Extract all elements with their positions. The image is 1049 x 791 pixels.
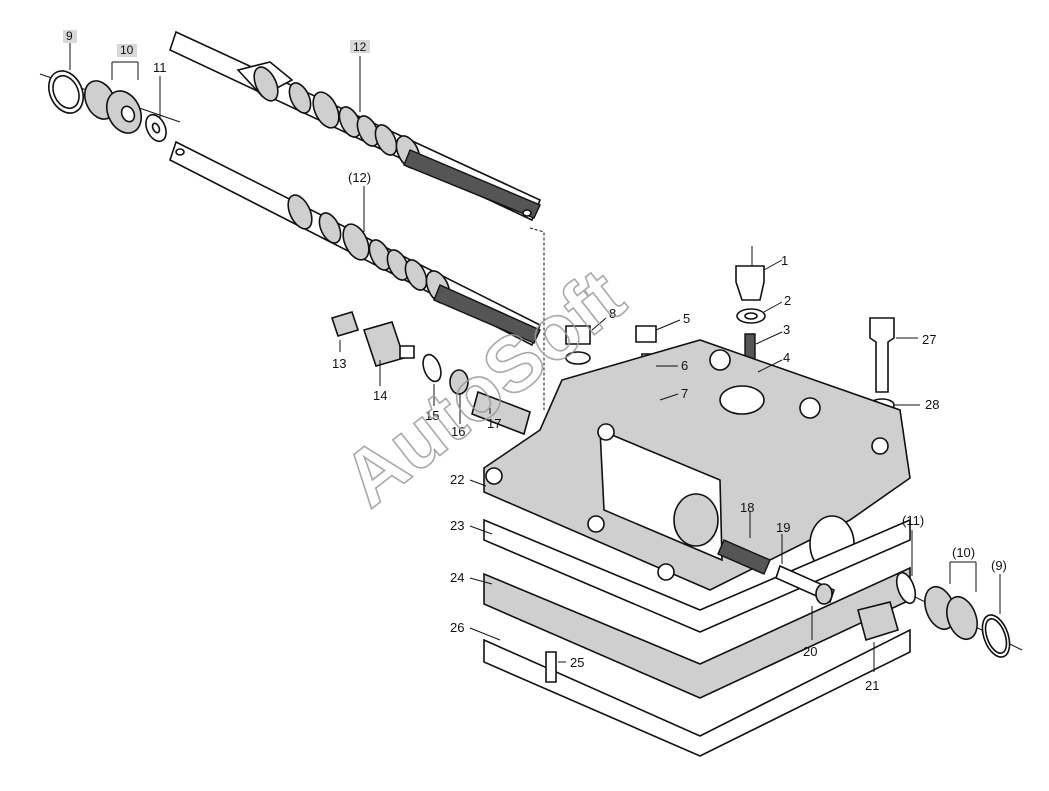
washer-2[interactable] <box>736 308 766 324</box>
washer-11-right[interactable] <box>893 570 919 606</box>
label-27: 27 <box>922 332 936 347</box>
fitting-14[interactable] <box>362 321 415 367</box>
label-6: 6 <box>681 358 688 373</box>
plug-8[interactable] <box>565 325 591 365</box>
valve-17[interactable] <box>471 390 531 436</box>
bolt-27[interactable] <box>869 317 895 393</box>
bolt-5[interactable] <box>635 325 657 343</box>
label-25: 25 <box>570 655 584 670</box>
label-5: 5 <box>683 311 690 326</box>
label-17: 17 <box>487 416 501 431</box>
label-13: 13 <box>332 356 346 371</box>
label-26: 26 <box>450 620 464 635</box>
label-23: 23 <box>450 518 464 533</box>
label-14: 14 <box>373 388 387 403</box>
label-11: 11 <box>153 60 167 75</box>
label-16: 16 <box>451 424 465 439</box>
label-9: 9 <box>66 29 73 43</box>
label-18: 18 <box>740 500 754 515</box>
screw-25[interactable] <box>545 651 557 683</box>
spool-shaft-upper[interactable] <box>169 30 542 222</box>
nut-16[interactable] <box>449 369 469 395</box>
label-11b: (11) <box>902 513 924 528</box>
label-10-highlight <box>117 44 137 57</box>
label-12: 12 <box>353 40 367 54</box>
snap-ring-9[interactable] <box>42 65 90 118</box>
label-3: 3 <box>783 322 790 337</box>
label-10: 10 <box>120 43 134 57</box>
washer-11[interactable] <box>142 112 170 145</box>
label-9-highlight <box>63 30 77 43</box>
label-19: 19 <box>776 520 790 535</box>
label-8: 8 <box>609 306 616 321</box>
leader-lines <box>69 42 1001 672</box>
label-12b: (12) <box>348 170 371 185</box>
plug-21[interactable] <box>857 601 899 642</box>
plug-1[interactable] <box>735 265 765 301</box>
label-20: 20 <box>803 644 817 659</box>
valve-body-22[interactable] <box>483 339 911 591</box>
part-labels: 1 2 3 4 5 6 7 8 9 10 11 12 (12) 13 14 15… <box>63 29 1007 693</box>
label-15: 15 <box>425 408 439 423</box>
spring-18[interactable] <box>717 539 771 575</box>
label-10b: (10) <box>952 545 975 560</box>
sleeve-13[interactable] <box>330 311 360 337</box>
label-4: 4 <box>783 350 790 365</box>
label-7: 7 <box>681 386 688 401</box>
label-22: 22 <box>450 472 464 487</box>
plug-10[interactable] <box>79 76 148 139</box>
label-2: 2 <box>784 293 791 308</box>
label-1: 1 <box>781 253 788 268</box>
spool-shaft-lower[interactable] <box>169 140 542 347</box>
label-24: 24 <box>450 570 464 585</box>
plug-10-right[interactable] <box>919 583 982 644</box>
snap-ring-9-right[interactable] <box>977 611 1015 661</box>
plug-20[interactable] <box>815 583 833 605</box>
label-28: 28 <box>925 397 939 412</box>
label-21: 21 <box>865 678 879 693</box>
o-ring-15[interactable] <box>420 352 445 384</box>
gasket-26[interactable] <box>483 628 911 757</box>
label-9b: (9) <box>991 558 1007 573</box>
label-12-highlight <box>350 40 370 53</box>
gasket-23[interactable] <box>483 518 911 633</box>
